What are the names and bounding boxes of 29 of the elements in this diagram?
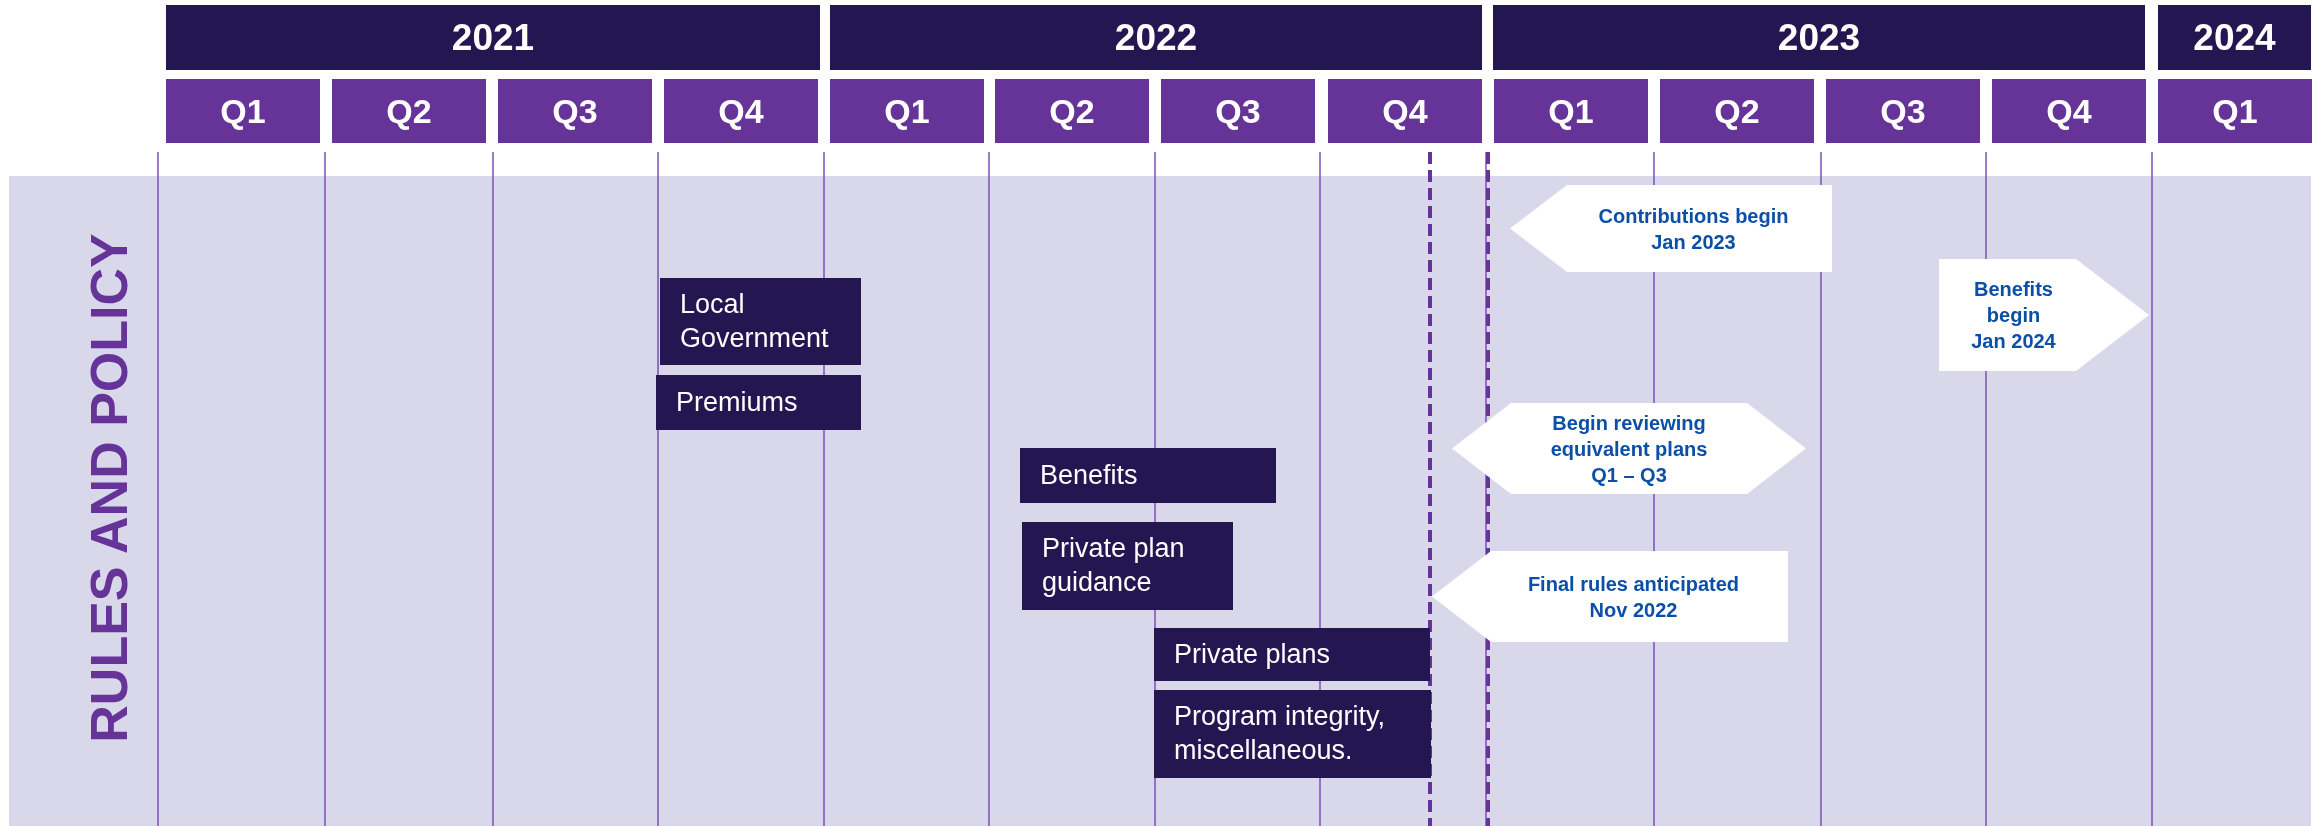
quarter-header: Q1 [2158,79,2312,143]
quarter-header: Q2 [995,79,1149,143]
callout-arrow: Benefits begin Jan 2024 [1939,259,2149,371]
milestone-bar: Private plans [1154,628,1430,681]
swimlane-band [9,176,2311,826]
year-header: 2021 [166,5,820,70]
callout-arrow: Contributions begin Jan 2023 [1510,185,1832,272]
callout-arrow: Begin reviewing equivalent plans Q1 – Q3 [1452,403,1806,494]
year-header: 2024 [2158,5,2311,70]
lane-label: RULES AND POLICY [79,233,139,743]
quarter-header: Q2 [1660,79,1814,143]
year-header: 2022 [830,5,1482,70]
milestone-bar: Premiums [656,375,861,430]
quarter-header: Q3 [1826,79,1980,143]
quarter-header: Q3 [498,79,652,143]
callout-arrow: Final rules anticipated Nov 2022 [1432,551,1788,642]
quarter-header: Q4 [664,79,818,143]
quarter-header: Q4 [1328,79,1482,143]
quarter-header: Q4 [1992,79,2146,143]
milestone-bar: Private plan guidance [1022,522,1233,610]
milestone-bar: Benefits [1020,448,1276,503]
quarter-header: Q1 [166,79,320,143]
quarter-header: Q2 [332,79,486,143]
milestone-bar: Local Government [660,278,861,365]
quarter-header: Q1 [1494,79,1648,143]
year-header: 2023 [1493,5,2145,70]
quarter-header: Q3 [1161,79,1315,143]
quarter-header: Q1 [830,79,984,143]
milestone-bar: Program integrity, miscellaneous. [1154,690,1431,778]
